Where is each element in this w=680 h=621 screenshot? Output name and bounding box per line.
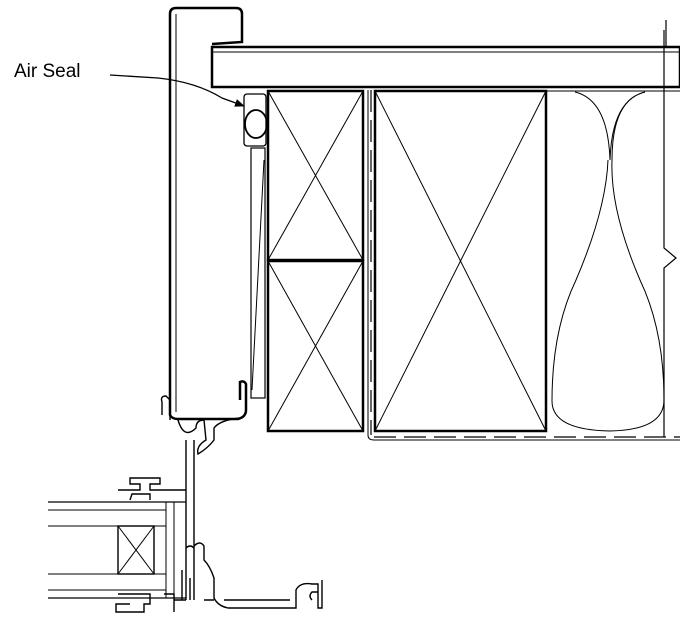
blocking-bottom	[266, 259, 365, 433]
glazing-unit	[48, 501, 186, 599]
membrane-line	[367, 90, 680, 441]
frame-extrusion	[115, 395, 323, 613]
blocking-large	[373, 89, 548, 433]
insulation	[546, 30, 680, 437]
air-seal	[243, 93, 268, 399]
head-flashing	[210, 20, 680, 89]
blocking-top	[266, 89, 365, 262]
mullion-cover	[168, 6, 248, 421]
air-seal-leader	[109, 74, 245, 107]
air-seal-label: Air Seal	[14, 61, 81, 82]
